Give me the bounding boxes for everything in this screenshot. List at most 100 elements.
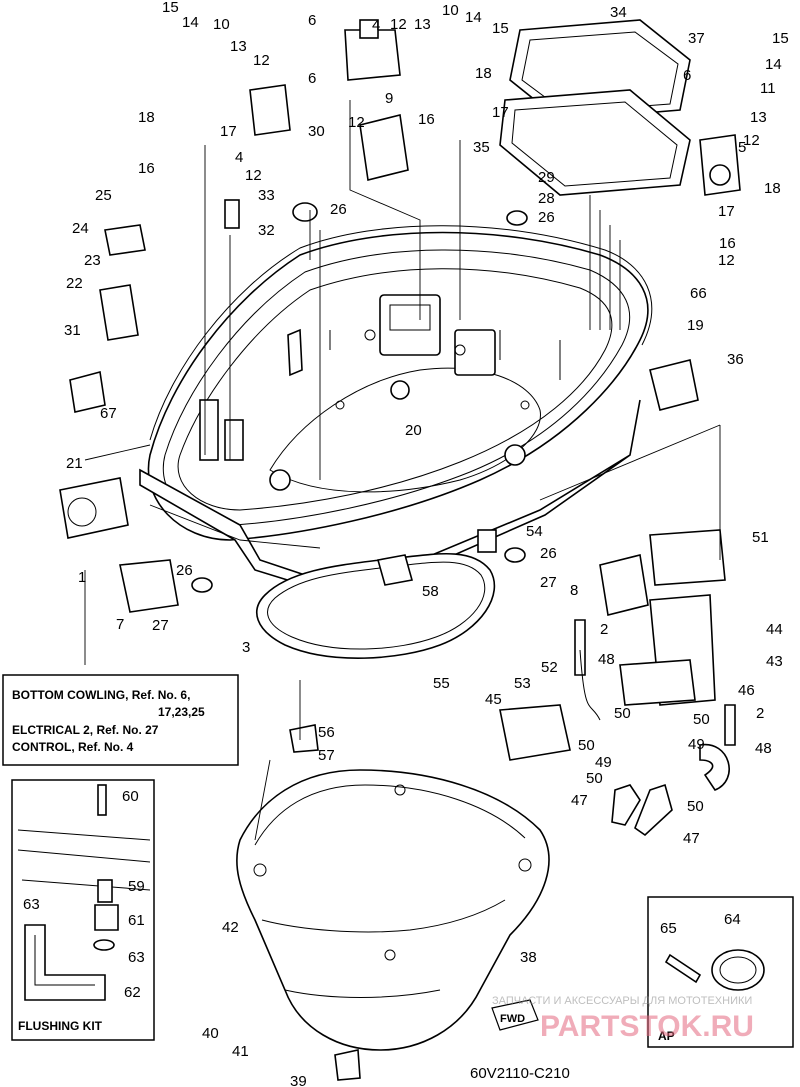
callout-50: 50 [687, 798, 704, 815]
callout-53: 53 [514, 675, 531, 692]
callout-12: 12 [253, 52, 270, 69]
callout-28: 28 [538, 190, 555, 207]
callout-12: 12 [348, 114, 365, 131]
top-plate [499, 19, 691, 196]
callout-33: 33 [258, 187, 275, 204]
ap-label: AP [658, 1029, 675, 1043]
callout-48: 48 [755, 740, 772, 757]
callout-37: 37 [688, 30, 705, 47]
callout-14: 14 [182, 14, 199, 31]
callout-67: 67 [100, 405, 117, 422]
gasket-loop [256, 552, 496, 659]
callout-49: 49 [688, 736, 705, 753]
callout-51: 51 [752, 529, 769, 546]
callout-17: 17 [718, 203, 735, 220]
callout-50: 50 [693, 711, 710, 728]
callout-20: 20 [405, 422, 422, 439]
callout-numbers: 1 2 2 3 4 4 5 6 6 6 7 8 9 10 10 11 12 12… [23, 0, 789, 1087]
callout-12: 12 [245, 167, 262, 184]
callout-12: 12 [743, 132, 760, 149]
small-parts [59, 19, 741, 1081]
callout-62: 62 [124, 984, 141, 1001]
callout-26: 26 [538, 209, 555, 226]
callout-4: 4 [372, 17, 380, 34]
callout-27: 27 [152, 617, 169, 634]
callout-39: 39 [290, 1073, 307, 1087]
callout-16: 16 [138, 160, 155, 177]
callout-61: 61 [128, 912, 145, 929]
callout-64: 64 [724, 911, 741, 928]
watermark-brand: PARTSTOK.RU [540, 1010, 754, 1043]
callout-14: 14 [765, 56, 782, 73]
callout-55: 55 [433, 675, 450, 692]
callout-29: 29 [538, 169, 555, 186]
callout-50: 50 [578, 737, 595, 754]
callout-50: 50 [586, 770, 603, 787]
callout-6: 6 [308, 70, 316, 87]
callout-65: 65 [660, 920, 677, 937]
callout-63: 63 [23, 896, 40, 913]
callout-17: 17 [492, 104, 509, 121]
flushing-kit-label: FLUSHING KIT [18, 1019, 103, 1033]
callout-18: 18 [764, 180, 781, 197]
callout-13: 13 [230, 38, 247, 55]
callout-14: 14 [465, 9, 482, 26]
callout-26: 26 [540, 545, 557, 562]
callout-22: 22 [66, 275, 83, 292]
reference-line-4: CONTROL, Ref. No. 4 [12, 740, 134, 754]
callout-21: 21 [66, 455, 83, 472]
callout-5: 5 [738, 139, 746, 156]
callout-18: 18 [138, 109, 155, 126]
callout-16: 16 [418, 111, 435, 128]
callout-66: 66 [690, 285, 707, 302]
callout-15: 15 [162, 0, 179, 16]
callout-57: 57 [318, 747, 335, 764]
callout-13: 13 [414, 16, 431, 33]
leader-lines [84, 100, 721, 841]
callout-9: 9 [385, 90, 393, 107]
callout-15: 15 [772, 30, 789, 47]
callout-6: 6 [683, 67, 691, 84]
callout-59: 59 [128, 878, 145, 895]
bottom-cowling [139, 231, 649, 591]
watermark: ЗАПЧАСТИ И АКСЕССУАРЫ ДЛЯ МОТОТЕХНИКИ PA… [492, 995, 754, 1043]
callout-17: 17 [220, 123, 237, 140]
callout-63: 63 [128, 949, 145, 966]
callout-12: 12 [390, 16, 407, 33]
lower-cover [236, 769, 550, 1051]
watermark-tagline: ЗАПЧАСТИ И АКСЕССУАРЫ ДЛЯ МОТОТЕХНИКИ [492, 995, 752, 1007]
callout-19: 19 [687, 317, 704, 334]
callout-25: 25 [95, 187, 112, 204]
callout-43: 43 [766, 653, 783, 670]
callout-52: 52 [541, 659, 558, 676]
callout-32: 32 [258, 222, 275, 239]
callout-42: 42 [222, 919, 239, 936]
callout-35: 35 [473, 139, 490, 156]
callout-4: 4 [235, 149, 243, 166]
callout-58: 58 [422, 583, 439, 600]
callout-24: 24 [72, 220, 89, 237]
callout-49: 49 [595, 754, 612, 771]
reference-line-2: 17,23,25 [158, 705, 205, 719]
flushing-kit-box: FLUSHING KIT [11, 779, 155, 1041]
callout-47: 47 [683, 830, 700, 847]
rubber-seal [149, 225, 653, 441]
callout-31: 31 [64, 322, 81, 339]
callout-56: 56 [318, 724, 335, 741]
callout-6: 6 [308, 12, 316, 29]
callout-1: 1 [78, 569, 86, 586]
callout-7: 7 [116, 616, 124, 633]
fwd-arrow: FWD [491, 999, 539, 1031]
callout-60: 60 [122, 788, 139, 805]
callout-16: 16 [719, 235, 736, 252]
callout-45: 45 [485, 691, 502, 708]
callout-48: 48 [598, 651, 615, 668]
callout-40: 40 [202, 1025, 219, 1042]
ap-box: AP [647, 896, 794, 1048]
diagram-code: 60V2110-C210 [470, 1065, 570, 1082]
callout-23: 23 [84, 252, 101, 269]
callout-47: 47 [571, 792, 588, 809]
svg-text:FWD: FWD [500, 1013, 525, 1025]
callout-10: 10 [213, 16, 230, 33]
